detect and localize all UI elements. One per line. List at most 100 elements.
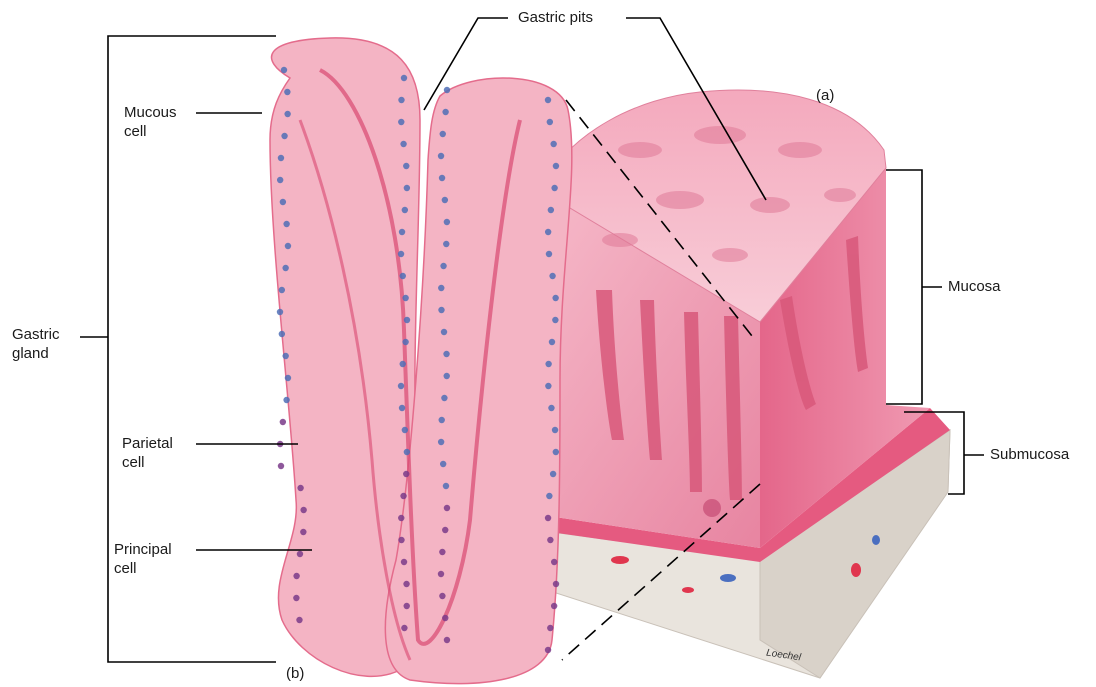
cell-nucleus	[398, 97, 404, 103]
cell-nucleus	[444, 219, 450, 225]
cell-nucleus	[546, 493, 552, 499]
cell-nucleus	[553, 449, 559, 455]
cell-nucleus	[439, 417, 445, 423]
cell-nucleus	[551, 185, 557, 191]
cell-nucleus	[545, 515, 551, 521]
cell-nucleus	[283, 221, 289, 227]
cell-nucleus	[552, 295, 558, 301]
cell-nucleus	[284, 111, 290, 117]
cell-nucleus	[552, 427, 558, 433]
cell-nucleus	[545, 229, 551, 235]
cell-nucleus	[404, 449, 410, 455]
cell-nucleus	[552, 317, 558, 323]
cell-nucleus	[277, 309, 283, 315]
cell-nucleus	[548, 207, 554, 213]
cell-nucleus	[297, 551, 303, 557]
cell-nucleus	[403, 471, 409, 477]
vessel-cross-section	[703, 499, 721, 517]
cell-nucleus	[283, 397, 289, 403]
cell-nucleus	[297, 485, 303, 491]
cell-nucleus	[547, 625, 553, 631]
cell-nucleus	[285, 375, 291, 381]
cell-nucleus	[279, 331, 285, 337]
cell-nucleus	[551, 559, 557, 565]
mucosa-label: Mucosa	[948, 277, 1001, 296]
vessel-red	[611, 556, 629, 564]
cell-nucleus	[549, 339, 555, 345]
cell-nucleus	[281, 133, 287, 139]
cell-nucleus	[399, 405, 405, 411]
tissue-block	[522, 90, 950, 678]
cell-nucleus	[402, 427, 408, 433]
cell-nucleus	[282, 353, 288, 359]
cell-nucleus	[398, 251, 404, 257]
cell-nucleus	[278, 463, 284, 469]
cell-nucleus	[402, 339, 408, 345]
cell-nucleus	[545, 97, 551, 103]
mucous-cell-label: Mucous cell	[124, 103, 177, 141]
cell-nucleus	[550, 141, 556, 147]
cell-nucleus	[398, 383, 404, 389]
cell-nucleus	[399, 229, 405, 235]
cell-nucleus	[284, 89, 290, 95]
cell-nucleus	[402, 295, 408, 301]
cell-nucleus	[444, 87, 450, 93]
cell-nucleus	[400, 141, 406, 147]
cell-nucleus	[402, 207, 408, 213]
cell-nucleus	[398, 515, 404, 521]
cell-nucleus	[444, 373, 450, 379]
cell-nucleus	[438, 153, 444, 159]
cell-nucleus	[444, 637, 450, 643]
cell-nucleus	[440, 131, 446, 137]
cell-nucleus	[300, 529, 306, 535]
cell-nucleus	[400, 273, 406, 279]
cell-nucleus	[280, 419, 286, 425]
cell-nucleus	[553, 581, 559, 587]
cell-nucleus	[443, 483, 449, 489]
cell-nucleus	[440, 263, 446, 269]
cell-nucleus	[293, 573, 299, 579]
cell-nucleus	[400, 361, 406, 367]
cell-nucleus	[438, 439, 444, 445]
cell-nucleus	[550, 471, 556, 477]
principal-cell-label: Principal cell	[114, 540, 172, 578]
cell-nucleus	[442, 615, 448, 621]
cell-nucleus	[438, 307, 444, 313]
cell-nucleus	[443, 351, 449, 357]
cell-nucleus	[400, 493, 406, 499]
gastric-gland-label: Gastric gland	[12, 325, 60, 363]
cell-nucleus	[444, 505, 450, 511]
cell-nucleus	[439, 593, 445, 599]
cell-nucleus	[403, 581, 409, 587]
panel-a-label: (a)	[816, 86, 834, 105]
cell-nucleus	[545, 361, 551, 367]
cell-nucleus	[442, 527, 448, 533]
cell-nucleus	[280, 199, 286, 205]
cell-nucleus	[404, 603, 410, 609]
cell-nucleus	[403, 163, 409, 169]
cell-nucleus	[404, 317, 410, 323]
cell-nucleus	[281, 67, 287, 73]
cell-nucleus	[440, 461, 446, 467]
cell-nucleus	[545, 383, 551, 389]
cell-nucleus	[398, 119, 404, 125]
vessel-red-2	[682, 587, 694, 593]
gastric-gland-illustration	[270, 38, 572, 684]
cell-nucleus	[439, 175, 445, 181]
cell-nucleus	[439, 549, 445, 555]
cell-nucleus	[441, 395, 447, 401]
cell-nucleus	[278, 155, 284, 161]
cell-nucleus	[438, 285, 444, 291]
cell-nucleus	[401, 625, 407, 631]
cell-nucleus	[545, 647, 551, 653]
cell-nucleus	[296, 617, 302, 623]
cell-nucleus	[549, 273, 555, 279]
cell-nucleus	[547, 537, 553, 543]
cell-nucleus	[553, 163, 559, 169]
cell-nucleus	[441, 329, 447, 335]
gastric-pits-label: Gastric pits	[518, 8, 593, 27]
parietal-cell-label: Parietal cell	[122, 434, 173, 472]
cell-nucleus	[398, 537, 404, 543]
cell-nucleus	[438, 571, 444, 577]
vessel-blue	[720, 574, 736, 582]
